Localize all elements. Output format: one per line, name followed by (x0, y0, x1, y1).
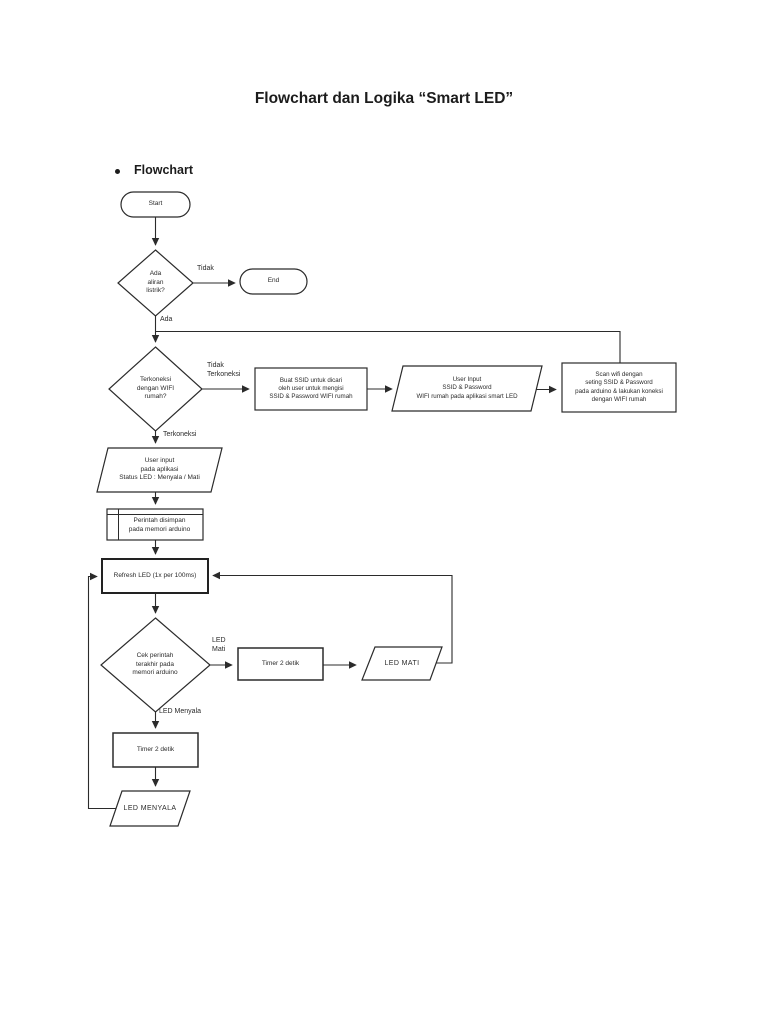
start-label: Start (148, 200, 163, 208)
connector-ledmenyala-to-refresh (87, 572, 116, 810)
section-heading: Flowchart (134, 163, 194, 177)
led-mati-label: LED MATI (384, 659, 420, 667)
edge-label-tidak-terkoneksi: Tidak Terkoneksi (207, 362, 241, 378)
end-terminator-shape (239, 268, 308, 295)
input-ssid-parallelogram-shape (391, 365, 543, 412)
scan-wifi-process-shape (561, 362, 677, 413)
buat-ssid-process-shape (254, 367, 368, 411)
input-status-label: User input pada aplikasi Status LED : Me… (119, 457, 200, 482)
led-menyala-label: LED MENYALA (123, 804, 177, 812)
connector-ledmati-to-refresh (212, 571, 453, 664)
page-title: Flowchart dan Logika “Smart LED” (254, 90, 514, 107)
edge-label-tidak: Tidak (197, 265, 214, 272)
edge-label-led-menyala: LED Menyala (159, 708, 202, 715)
store-command-label: Perintah disimpan pada memori arduino (128, 517, 191, 533)
connector-scan-feedback (155, 330, 621, 363)
scan-wifi-label: Scan wifi dengan seting SSID & Password … (575, 371, 663, 403)
edge-label-ada: Ada (160, 316, 173, 323)
edge-label-led-mati: LED Mati (212, 637, 226, 653)
end-label: End (267, 277, 280, 285)
timer-menyala-label: Timer 2 detik (136, 745, 175, 753)
led-menyala-parallelogram-shape (109, 790, 191, 827)
bullet-icon (115, 169, 120, 174)
check-command-decision-shape (100, 617, 211, 713)
timer-menyala-process-shape (112, 732, 199, 768)
refresh-led-process-shape (101, 558, 209, 594)
input-status-parallelogram-shape (96, 447, 223, 493)
led-mati-parallelogram-shape (361, 646, 443, 681)
wifi-decision-label: Terkoneksi dengan WIFI rumah? (136, 376, 175, 401)
power-decision-shape (117, 249, 194, 317)
check-command-label: Cek perintah terakhir pada memori arduin… (132, 652, 178, 677)
buat-ssid-label: Buat SSID untuk dicari oleh user untuk m… (269, 376, 353, 401)
edge-label-terkoneksi: Terkoneksi (163, 431, 197, 438)
start-terminator-shape (120, 191, 191, 218)
timer-mati-process-shape (237, 647, 324, 681)
power-decision-label: Ada aliran listrik? (146, 270, 165, 295)
timer-mati-label: Timer 2 detik (261, 659, 300, 667)
refresh-led-label: Refresh LED (1x per 100ms) (113, 571, 197, 579)
input-ssid-label: User Input SSID & Password WIFI rumah pa… (416, 376, 518, 400)
wifi-decision-shape (108, 346, 203, 432)
